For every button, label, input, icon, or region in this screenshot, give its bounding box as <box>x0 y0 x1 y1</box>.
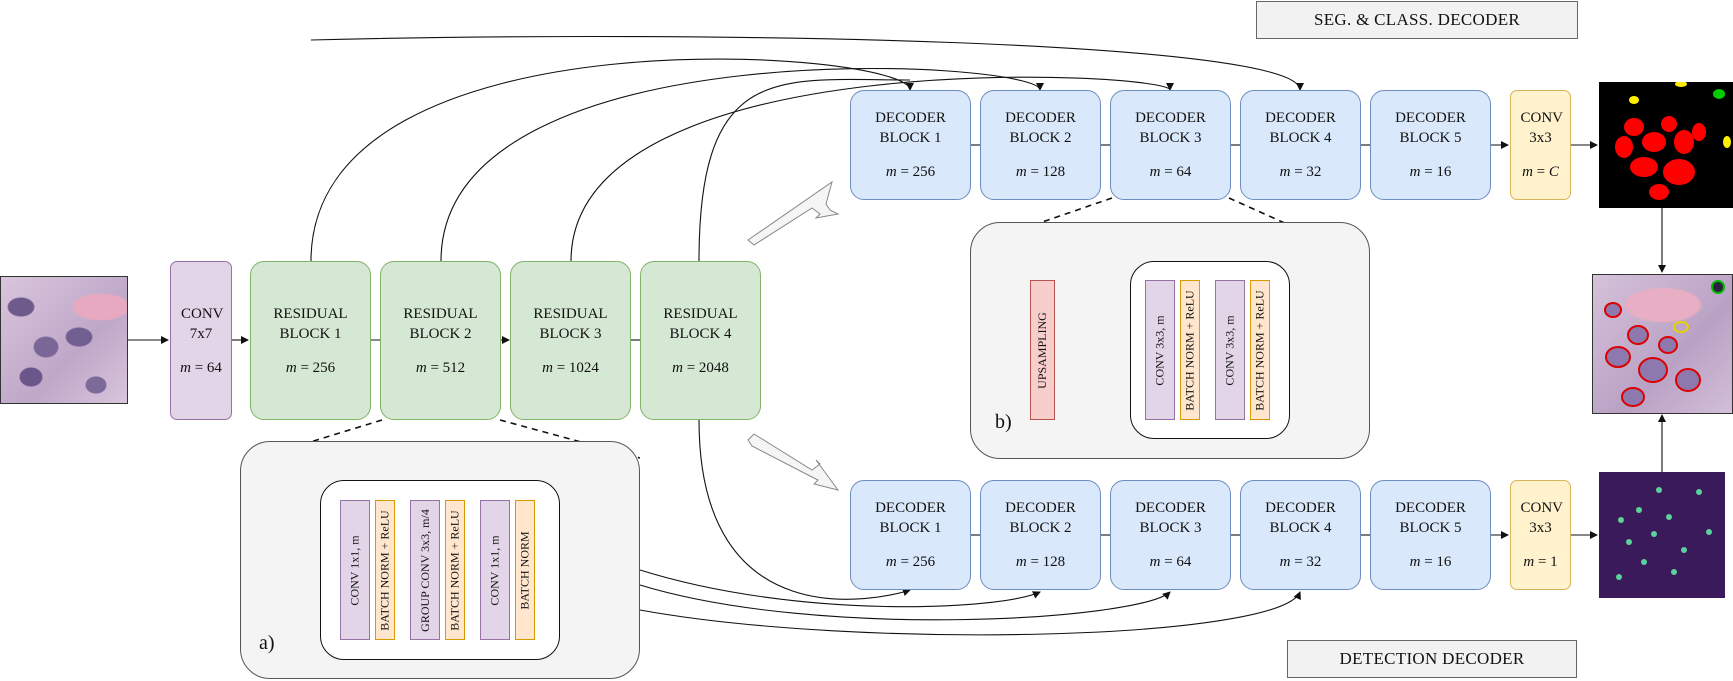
detection-decoder-label: DETECTION DECODER <box>1287 640 1577 678</box>
seg-decoder-block-2: DECODER BLOCK 2 m = 128 <box>980 90 1101 200</box>
panel-a-norm1-layer: BATCH NORM + ReLU <box>375 500 395 640</box>
det-output-conv-3x3: CONV 3x3 m = 1 <box>1510 480 1571 590</box>
panel-a-norm2-layer: BATCH NORM + ReLU <box>445 500 465 640</box>
seg-class-decoder-label: SEG. & CLASS. DECODER <box>1256 1 1578 39</box>
panel-a-conv3-layer: CONV 1x1, m <box>480 500 510 640</box>
panel-b-norm2-layer: BATCH NORM + ReLU <box>1250 280 1270 420</box>
encoder-conv-label: CONV 7x7 <box>181 305 224 342</box>
residual-block-3: RESIDUAL BLOCK 3 m = 1024 <box>510 261 631 420</box>
input-histology-image <box>0 276 128 404</box>
det-decoder-block-1: DECODER BLOCK 1 m = 256 <box>850 480 971 590</box>
overlay-result-image <box>1592 274 1733 414</box>
encoder-conv-m: 64 <box>206 359 222 376</box>
detection-heatmap-image <box>1599 472 1725 598</box>
residual-block-4: RESIDUAL BLOCK 4 m = 2048 <box>640 261 761 420</box>
det-decoder-block-3: DECODER BLOCK 3 m = 64 <box>1110 480 1231 590</box>
panel-b-norm1-layer: BATCH NORM + ReLU <box>1180 280 1200 420</box>
panel-a-label: a) <box>259 632 275 654</box>
seg-decoder-block-3: DECODER BLOCK 3 m = 64 <box>1110 90 1231 200</box>
residual-block-2: RESIDUAL BLOCK 2 m = 512 <box>380 261 501 420</box>
panel-b-conv1-layer: CONV 3x3, m <box>1145 280 1175 420</box>
seg-decoder-block-4: DECODER BLOCK 4 m = 32 <box>1240 90 1361 200</box>
panel-b-label: b) <box>995 411 1012 433</box>
seg-output-conv-3x3: CONV 3x3 m = C <box>1510 90 1571 200</box>
det-decoder-block-5: DECODER BLOCK 5 m = 16 <box>1370 480 1491 590</box>
panel-a-norm3-layer: BATCH NORM <box>515 500 535 640</box>
panel-a-group-conv-layer: GROUP CONV 3x3, m/4 <box>410 500 440 640</box>
det-decoder-block-2: DECODER BLOCK 2 m = 128 <box>980 480 1101 590</box>
segmentation-map-image <box>1599 82 1733 208</box>
residual-block-1: RESIDUAL BLOCK 1 m = 256 <box>250 261 371 420</box>
seg-decoder-block-5: DECODER BLOCK 5 m = 16 <box>1370 90 1491 200</box>
seg-decoder-block-1: DECODER BLOCK 1 m = 256 <box>850 90 971 200</box>
panel-a-conv1-layer: CONV 1x1, m <box>340 500 370 640</box>
det-decoder-block-4: DECODER BLOCK 4 m = 32 <box>1240 480 1361 590</box>
panel-b-conv2-layer: CONV 3x3, m <box>1215 280 1245 420</box>
panel-b-upsampling-layer: UPSAMPLING <box>1030 280 1055 420</box>
encoder-conv-7x7: CONV 7x7 m = 64 <box>170 261 232 420</box>
